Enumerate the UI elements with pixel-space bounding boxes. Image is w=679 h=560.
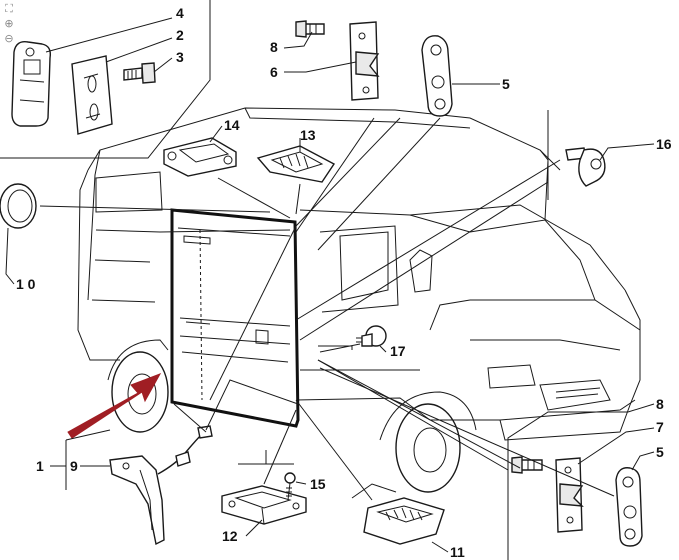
callout-16: 16 [656,136,672,152]
zoom-toolbar: ⛶ ⊕ ⊖ [2,2,18,47]
part-7-latch-bottom [555,457,584,533]
part-5-hinge-top [421,35,453,117]
part-6-latch-top [349,21,380,101]
callout-15: 15 [310,476,326,492]
callout-8-top: 8 [270,39,278,55]
part-15-screw [284,472,296,501]
callout-13: 13 [300,127,316,143]
zoom-out-icon[interactable]: ⊖ [4,32,14,45]
door-handle [255,329,269,345]
sliding-door[interactable] [170,208,300,428]
callout-17: 17 [390,343,406,359]
callout-6: 6 [270,64,278,80]
callout-1: 1 [36,458,44,474]
inset-box-bottom-right [507,411,628,560]
part-9-bracket [109,455,165,546]
callout-4: 4 [176,5,184,21]
callout-5-bottom: 5 [656,444,664,460]
callout-12: 12 [222,528,238,544]
callout-labels: 4 2 3 8 6 5 14 13 16 1 0 17 8 7 5 1 9 15… [16,5,672,560]
part-17-bolt [356,325,387,347]
part-10-plug [0,183,37,229]
part-4-hinge-bracket [11,41,52,127]
callout-7: 7 [656,419,664,435]
fit-icon[interactable]: ⛶ [5,2,13,15]
part-12-roller [221,485,307,525]
part-5-hinge-bottom [615,467,643,547]
callout-3: 3 [176,49,184,65]
callout-10: 1 0 [16,276,36,292]
door-cable [157,425,213,475]
inset-box-top-left [0,0,211,159]
part-14-roller [163,137,237,177]
callout-2: 2 [176,27,184,43]
part-13-guide [256,145,336,183]
part-8-screw-top [295,20,325,38]
van-outline [77,107,641,493]
part-11-guide [363,497,445,545]
part-2-plate [71,55,113,135]
callout-9: 9 [70,458,78,474]
callout-14: 14 [224,117,240,133]
red-pointer-arrow [67,373,162,439]
leader-lines [5,17,655,553]
callout-8-bottom: 8 [656,396,664,412]
zoom-in-icon[interactable]: ⊕ [4,17,14,30]
callout-5-top: 5 [502,76,510,92]
part-3-bolt [123,67,143,81]
callout-11: 11 [450,544,465,560]
part-8-screw-bottom [511,456,543,474]
part-16-switch [565,147,606,187]
